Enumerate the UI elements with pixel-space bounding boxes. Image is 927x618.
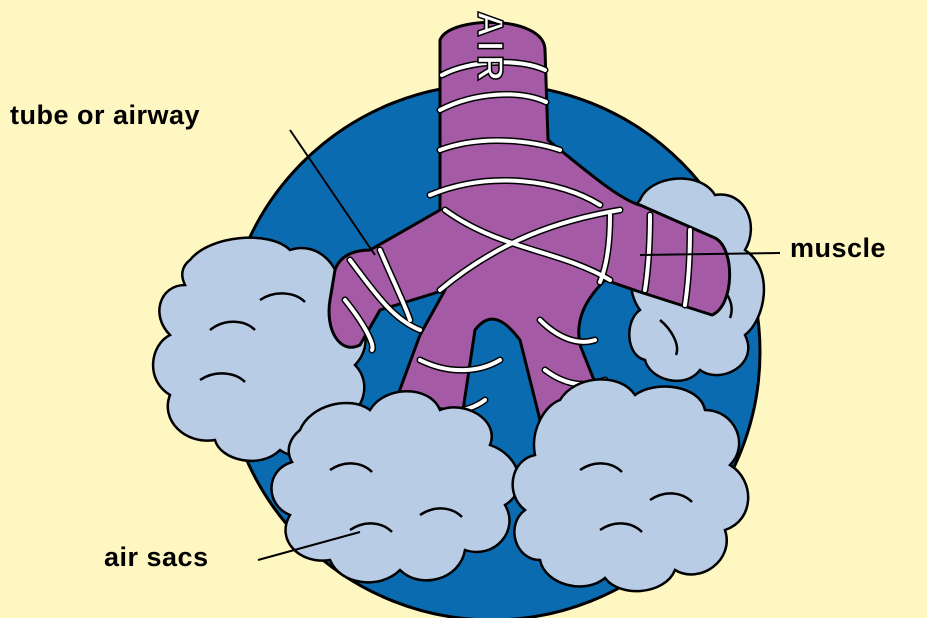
air-label-text: AIR [469,11,511,85]
air-sacs-label: air sacs [104,542,209,573]
muscle-label: muscle [790,233,886,264]
tube-or-airway-label: tube or airway [10,100,200,131]
air-sac-bottom-right [513,379,749,591]
air-label: AIR [470,2,510,94]
